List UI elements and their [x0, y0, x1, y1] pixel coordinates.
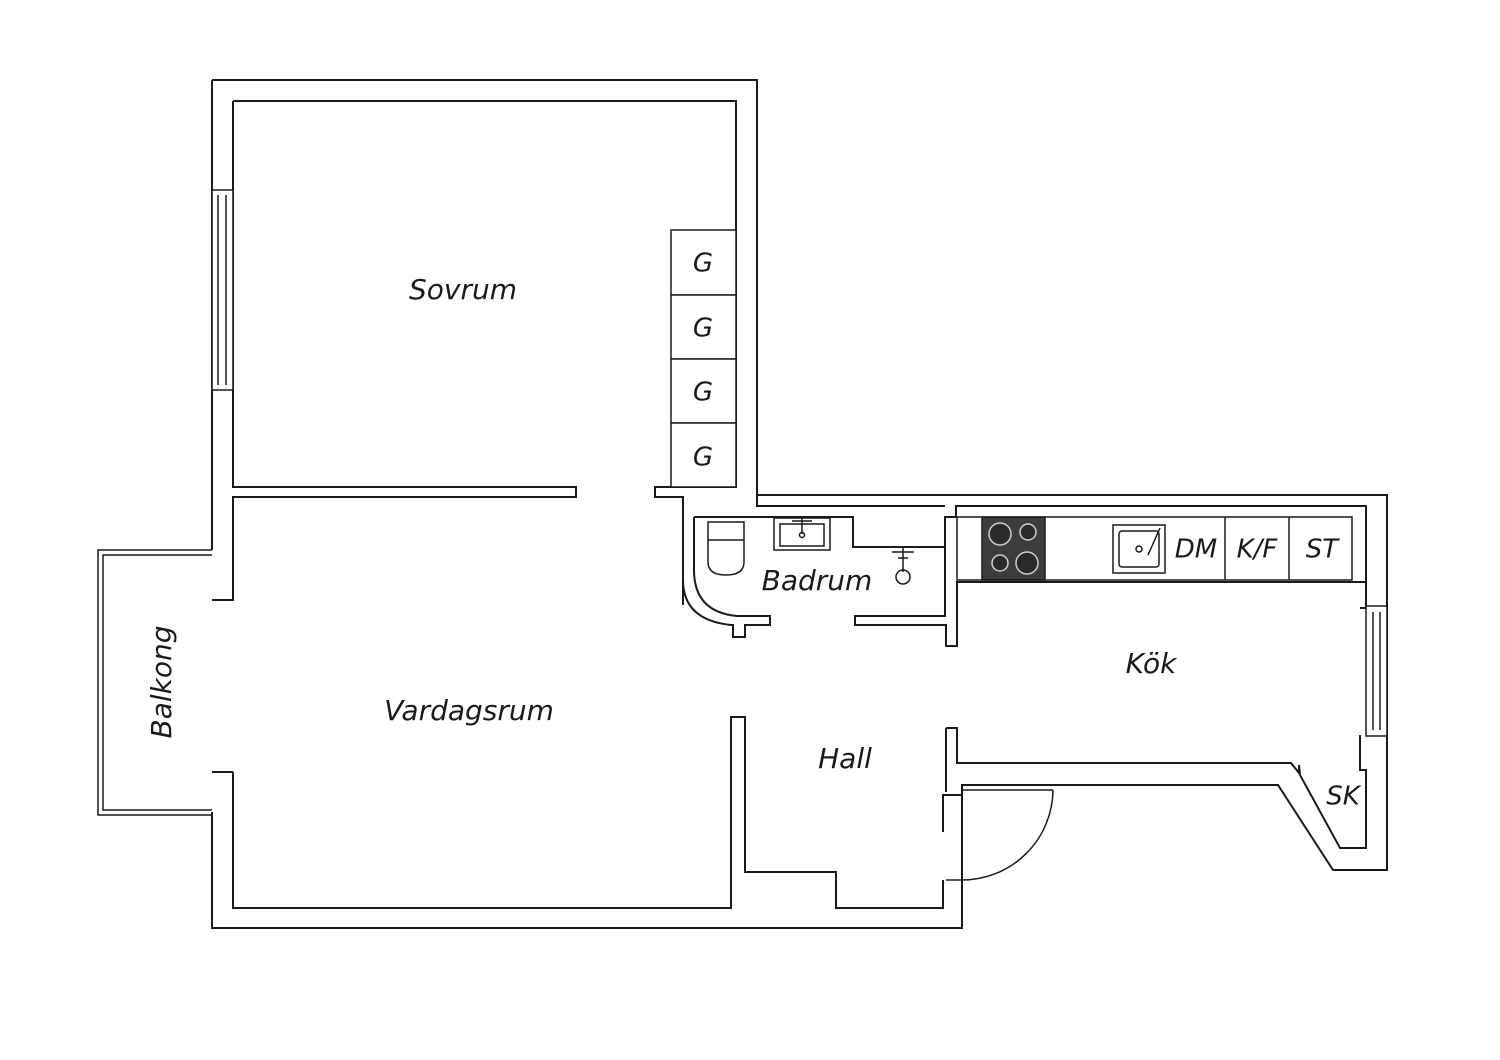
dishwasher-label: DM	[1175, 535, 1217, 565]
room-label-badrum: Badrum	[762, 564, 873, 597]
wardrobe-label-1: G	[693, 249, 713, 279]
toilet-icon	[707, 521, 745, 576]
wardrobe-group: G G G G	[670, 229, 737, 488]
wardrobe-2	[670, 294, 737, 360]
entrance-door	[946, 789, 1054, 881]
sink-icon	[773, 517, 831, 551]
exterior-walls	[211, 79, 1388, 929]
kok-window	[1365, 605, 1388, 737]
sovrum-window	[211, 189, 234, 391]
room-label-hall: Hall	[818, 742, 872, 775]
bathroom-walls	[682, 516, 945, 638]
room-label-balkong: Balkong	[145, 625, 178, 738]
stove-icon	[981, 516, 1046, 581]
kitchen-sink-icon	[1112, 524, 1166, 574]
room-label-kok: Kök	[1126, 647, 1178, 680]
room-label-vardagsrum: Vardagsrum	[384, 694, 554, 727]
shower-icon	[892, 548, 914, 585]
wardrobe-3	[670, 358, 737, 424]
wardrobe-label-2: G	[693, 314, 713, 344]
wardrobe-label-4: G	[693, 443, 713, 473]
wardrobe-label-3: G	[693, 378, 713, 408]
wardrobe-4	[670, 422, 737, 488]
storage-label: ST	[1306, 535, 1341, 565]
fridge-freezer-label: K/F	[1237, 535, 1279, 565]
closet-label: SK	[1326, 782, 1362, 812]
room-label-sovrum: Sovrum	[409, 273, 517, 306]
balcony	[97, 549, 212, 816]
